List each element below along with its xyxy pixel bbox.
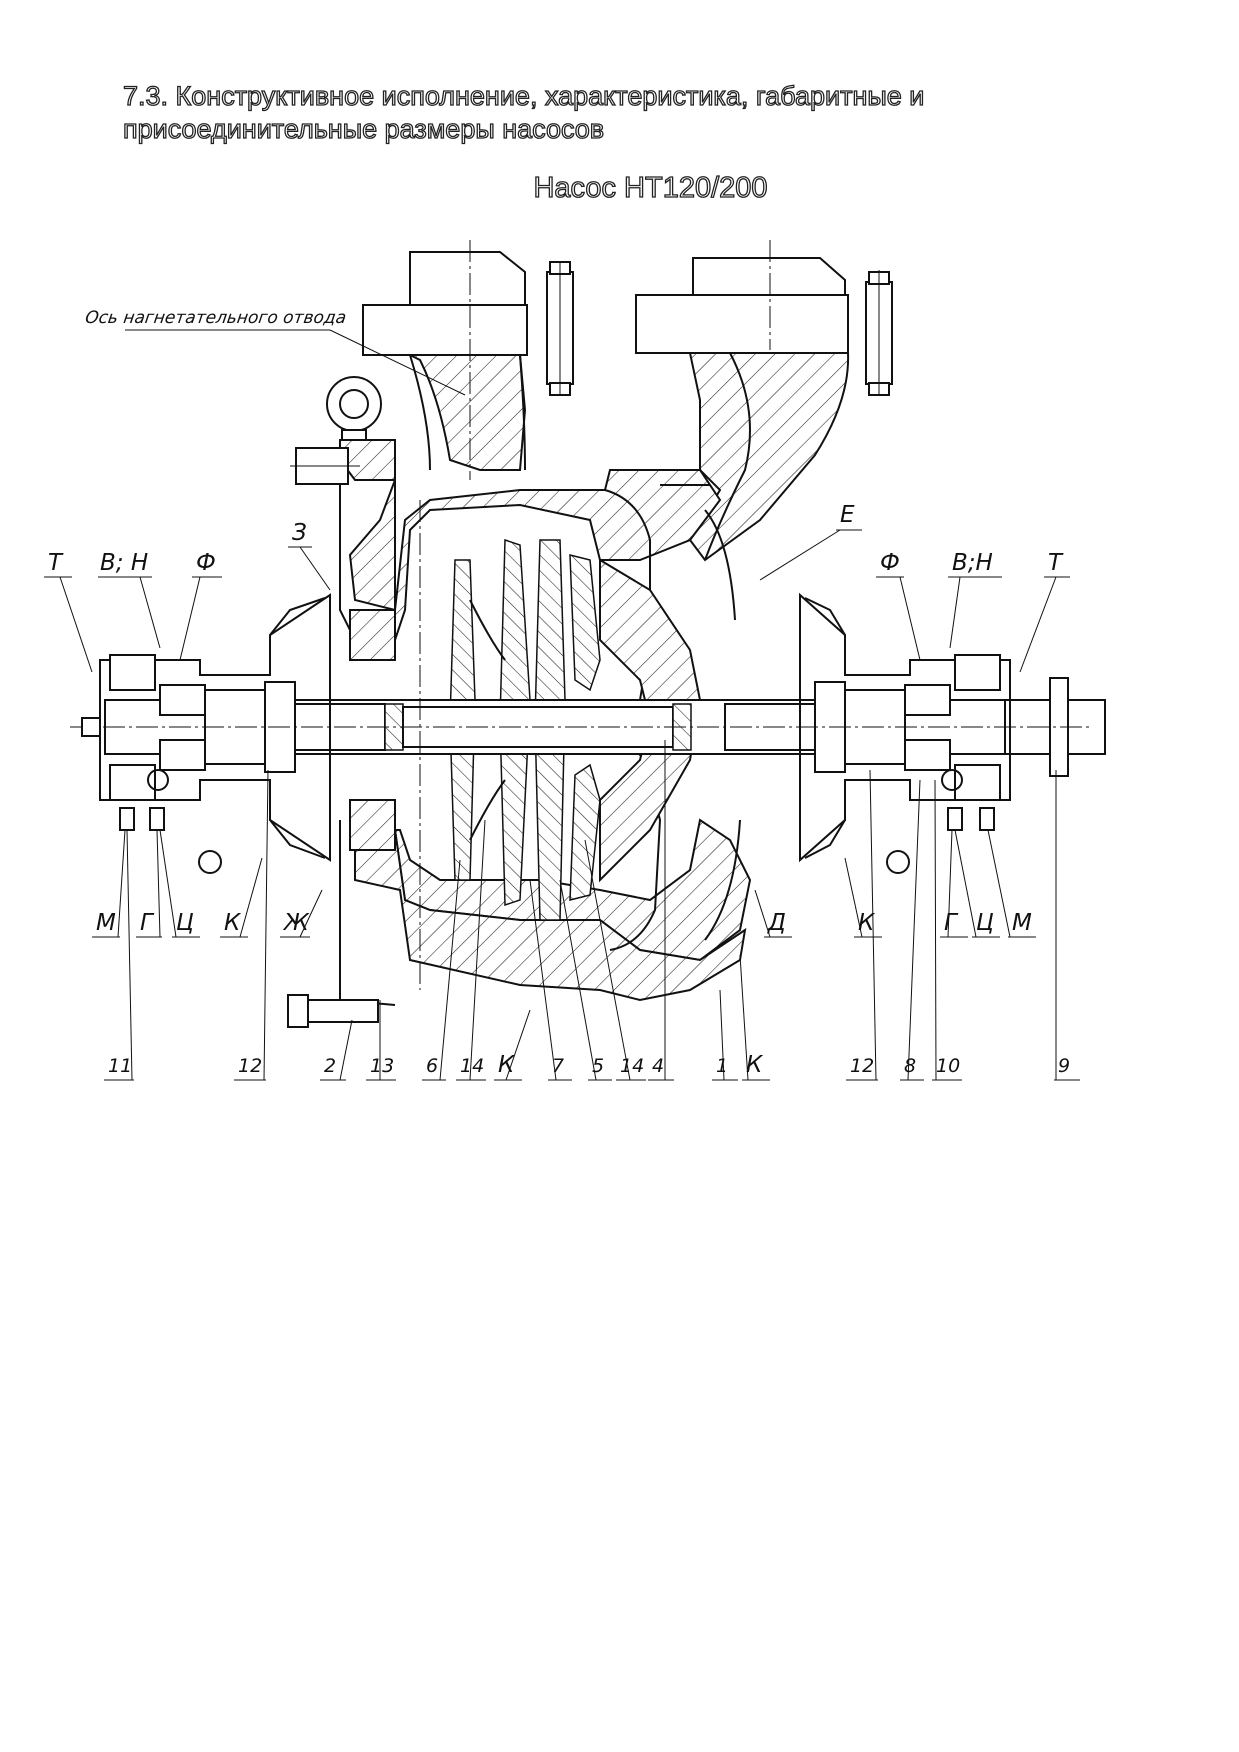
callout-11: 11 xyxy=(108,1055,132,1077)
document-heading: 7.3. Конструктивное исполнение, характер… xyxy=(122,80,1123,146)
label-e: Е xyxy=(840,502,855,528)
labels-middle-row: М Г Ц К Ж Д К Г Ц М xyxy=(92,829,1036,938)
label-f-left: Ф xyxy=(196,550,216,576)
label-g-right: Г xyxy=(944,910,959,936)
labels-bottom-row: 11 12 2 13 6 14 К 7 5 14 4 1 xyxy=(104,740,1080,1081)
callout-2: 2 xyxy=(324,1055,336,1077)
labels-top-left: Т В; Н Ф З xyxy=(44,520,331,673)
label-k-bottom-1: К xyxy=(498,1052,516,1078)
heading-line-1: 7.3. Конструктивное исполнение, характер… xyxy=(122,80,925,111)
casing-bolt-left xyxy=(290,447,360,485)
bolt-left-top xyxy=(546,261,574,396)
labels-top-right: Е Ф В;Н Т xyxy=(759,502,1070,673)
label-vn-right: В;Н xyxy=(952,550,993,576)
axis-note-text: Ось нагнетательного отвода xyxy=(84,308,348,328)
label-k-right: К xyxy=(858,910,876,936)
label-c-left: Ц xyxy=(176,910,194,936)
callout-4: 4 xyxy=(652,1055,664,1077)
discharge-right-flange xyxy=(635,257,850,562)
label-m-right: М xyxy=(1012,910,1032,936)
callout-5: 5 xyxy=(592,1055,604,1077)
callout-1: 1 xyxy=(716,1055,728,1077)
callout-8: 8 xyxy=(904,1055,916,1077)
callout-13: 13 xyxy=(370,1055,394,1077)
drawing-title-text: Насос НТ120/200 xyxy=(533,171,768,204)
callout-12-right: 12 xyxy=(850,1055,874,1077)
heading-line-2: присоединительные размеры насосов xyxy=(122,113,605,144)
label-zh: Ж xyxy=(282,910,310,936)
label-vn-left: В; Н xyxy=(100,550,148,576)
callout-9: 9 xyxy=(1058,1055,1070,1077)
callout-6: 6 xyxy=(426,1055,438,1077)
label-g-left: Г xyxy=(140,910,155,936)
callout-14-right: 14 xyxy=(620,1055,644,1077)
label-t-right: Т xyxy=(1048,550,1064,576)
axis-note: Ось нагнетательного отвода xyxy=(84,308,466,396)
label-c-right: Ц xyxy=(976,910,994,936)
label-k-left: К xyxy=(224,910,242,936)
label-t-left: Т xyxy=(48,550,64,576)
drawing-title: Насос НТ120/200 xyxy=(0,171,1239,205)
label-f-right: Ф xyxy=(880,550,900,576)
casing-bolt-bottom xyxy=(287,994,379,1028)
left-bearing-housing xyxy=(81,593,331,874)
callout-10: 10 xyxy=(936,1055,960,1077)
label-d: Д xyxy=(767,910,786,936)
label-z: З xyxy=(292,520,307,546)
callout-12-left: 12 xyxy=(238,1055,262,1077)
callout-14-left: 14 xyxy=(460,1055,484,1077)
label-m-left: М xyxy=(96,910,116,936)
discharge-left-flange xyxy=(362,251,528,471)
bolt-right-top xyxy=(865,270,893,396)
right-bearing-housing xyxy=(799,592,1011,874)
label-k-bottom-2: К xyxy=(746,1052,764,1078)
